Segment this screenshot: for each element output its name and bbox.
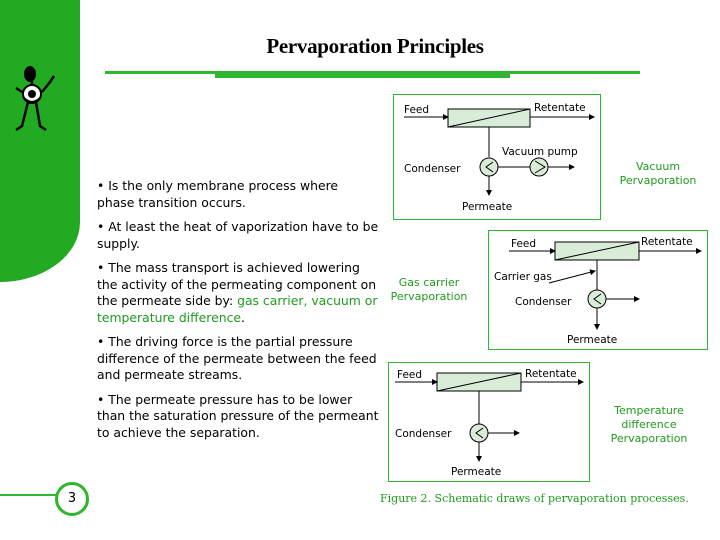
- retentate-label: Retentate: [534, 102, 586, 114]
- condenser-label: Condenser: [395, 428, 452, 440]
- side-label-line: Pervaporation: [619, 174, 697, 187]
- cartoon-figure-icon: [15, 66, 56, 132]
- carrier-gas-arrow: [548, 269, 596, 284]
- side-label-line: Temperature: [614, 404, 684, 417]
- condenser-icon: [469, 423, 489, 443]
- permeate-label: Permeate: [462, 201, 512, 213]
- side-label-line: difference: [621, 418, 677, 431]
- side-label-line: Pervaporation: [610, 432, 688, 445]
- condenser-label: Condenser: [404, 163, 461, 175]
- pump-symbol: [534, 160, 546, 174]
- gas-carrier-diagram: Feed Retentate Carrier gas Condenser Per…: [494, 236, 702, 346]
- condenser-label: Condenser: [515, 296, 572, 308]
- retentate-label: Retentate: [641, 236, 693, 248]
- title-underline-accent: [215, 71, 510, 78]
- bullet-item: • The mass transport is achieved lowerin…: [97, 260, 379, 326]
- vacuum-diagram-panel: Feed Retentate Vacuum pump Condenser Per…: [393, 94, 601, 220]
- page-title: Pervaporation Principles: [266, 34, 484, 58]
- bullet-text: • The mass transport is achieved lowerin…: [97, 260, 377, 308]
- condenser-icon: [587, 289, 607, 309]
- vacuum-diagram: Feed Retentate Vacuum pump Condenser Per…: [404, 102, 595, 213]
- permeate-label: Permeate: [567, 334, 617, 346]
- temperature-diagram: Feed Retentate Condenser Permeate: [395, 368, 584, 478]
- bullet-text-end: .: [241, 309, 245, 325]
- temperature-diagram-panel: Feed Retentate Condenser Permeate: [388, 362, 590, 482]
- condenser-icon: [479, 157, 499, 177]
- bullet-item: • The driving force is the partial press…: [97, 334, 377, 382]
- temperature-side-label: Temperature difference Pervaporation: [600, 404, 698, 446]
- condenser-symbol: [485, 161, 494, 173]
- feed-label: Feed: [511, 238, 536, 250]
- membrane-line: [436, 372, 522, 392]
- bullet-item: • The permeate pressure has to be lower …: [97, 391, 379, 440]
- carrier-gas-label: Carrier gas: [494, 271, 552, 283]
- page-number-line: [0, 494, 60, 496]
- membrane-line: [447, 108, 531, 128]
- side-label-line: Gas carrier: [398, 276, 460, 289]
- permeate-label: Permeate: [451, 466, 501, 478]
- page-number-badge: 3: [55, 482, 89, 516]
- gas-carrier-diagram-panel: Feed Retentate Carrier gas Condenser Per…: [488, 230, 708, 350]
- bullet-item: • Is the only membrane process where pha…: [97, 178, 339, 210]
- bullet-item: • At least the heat of vaporization have…: [97, 219, 379, 251]
- page-number: 3: [67, 491, 77, 506]
- side-label-line: Pervaporation: [390, 290, 468, 303]
- gas-carrier-side-label: Gas carrier Pervaporation: [383, 276, 475, 304]
- bullet-highlight: gas carrier, vacuum or temperature diffe…: [97, 293, 378, 325]
- condenser-symbol: [475, 427, 484, 439]
- feed-label: Feed: [404, 104, 429, 116]
- retentate-label: Retentate: [525, 368, 577, 380]
- sidebar-green-bar: [0, 0, 80, 282]
- figure-caption: Figure 2. Schematic draws of pervaporati…: [380, 492, 689, 505]
- vacuum-side-label: Vacuum Pervaporation: [612, 160, 704, 188]
- bullet-list: • Is the only membrane process where pha…: [97, 178, 379, 449]
- side-label-line: Vacuum: [635, 160, 681, 173]
- feed-label: Feed: [397, 369, 422, 381]
- condenser-symbol: [593, 293, 602, 305]
- membrane-line: [554, 241, 640, 261]
- vacuum-pump-label: Vacuum pump: [502, 146, 578, 158]
